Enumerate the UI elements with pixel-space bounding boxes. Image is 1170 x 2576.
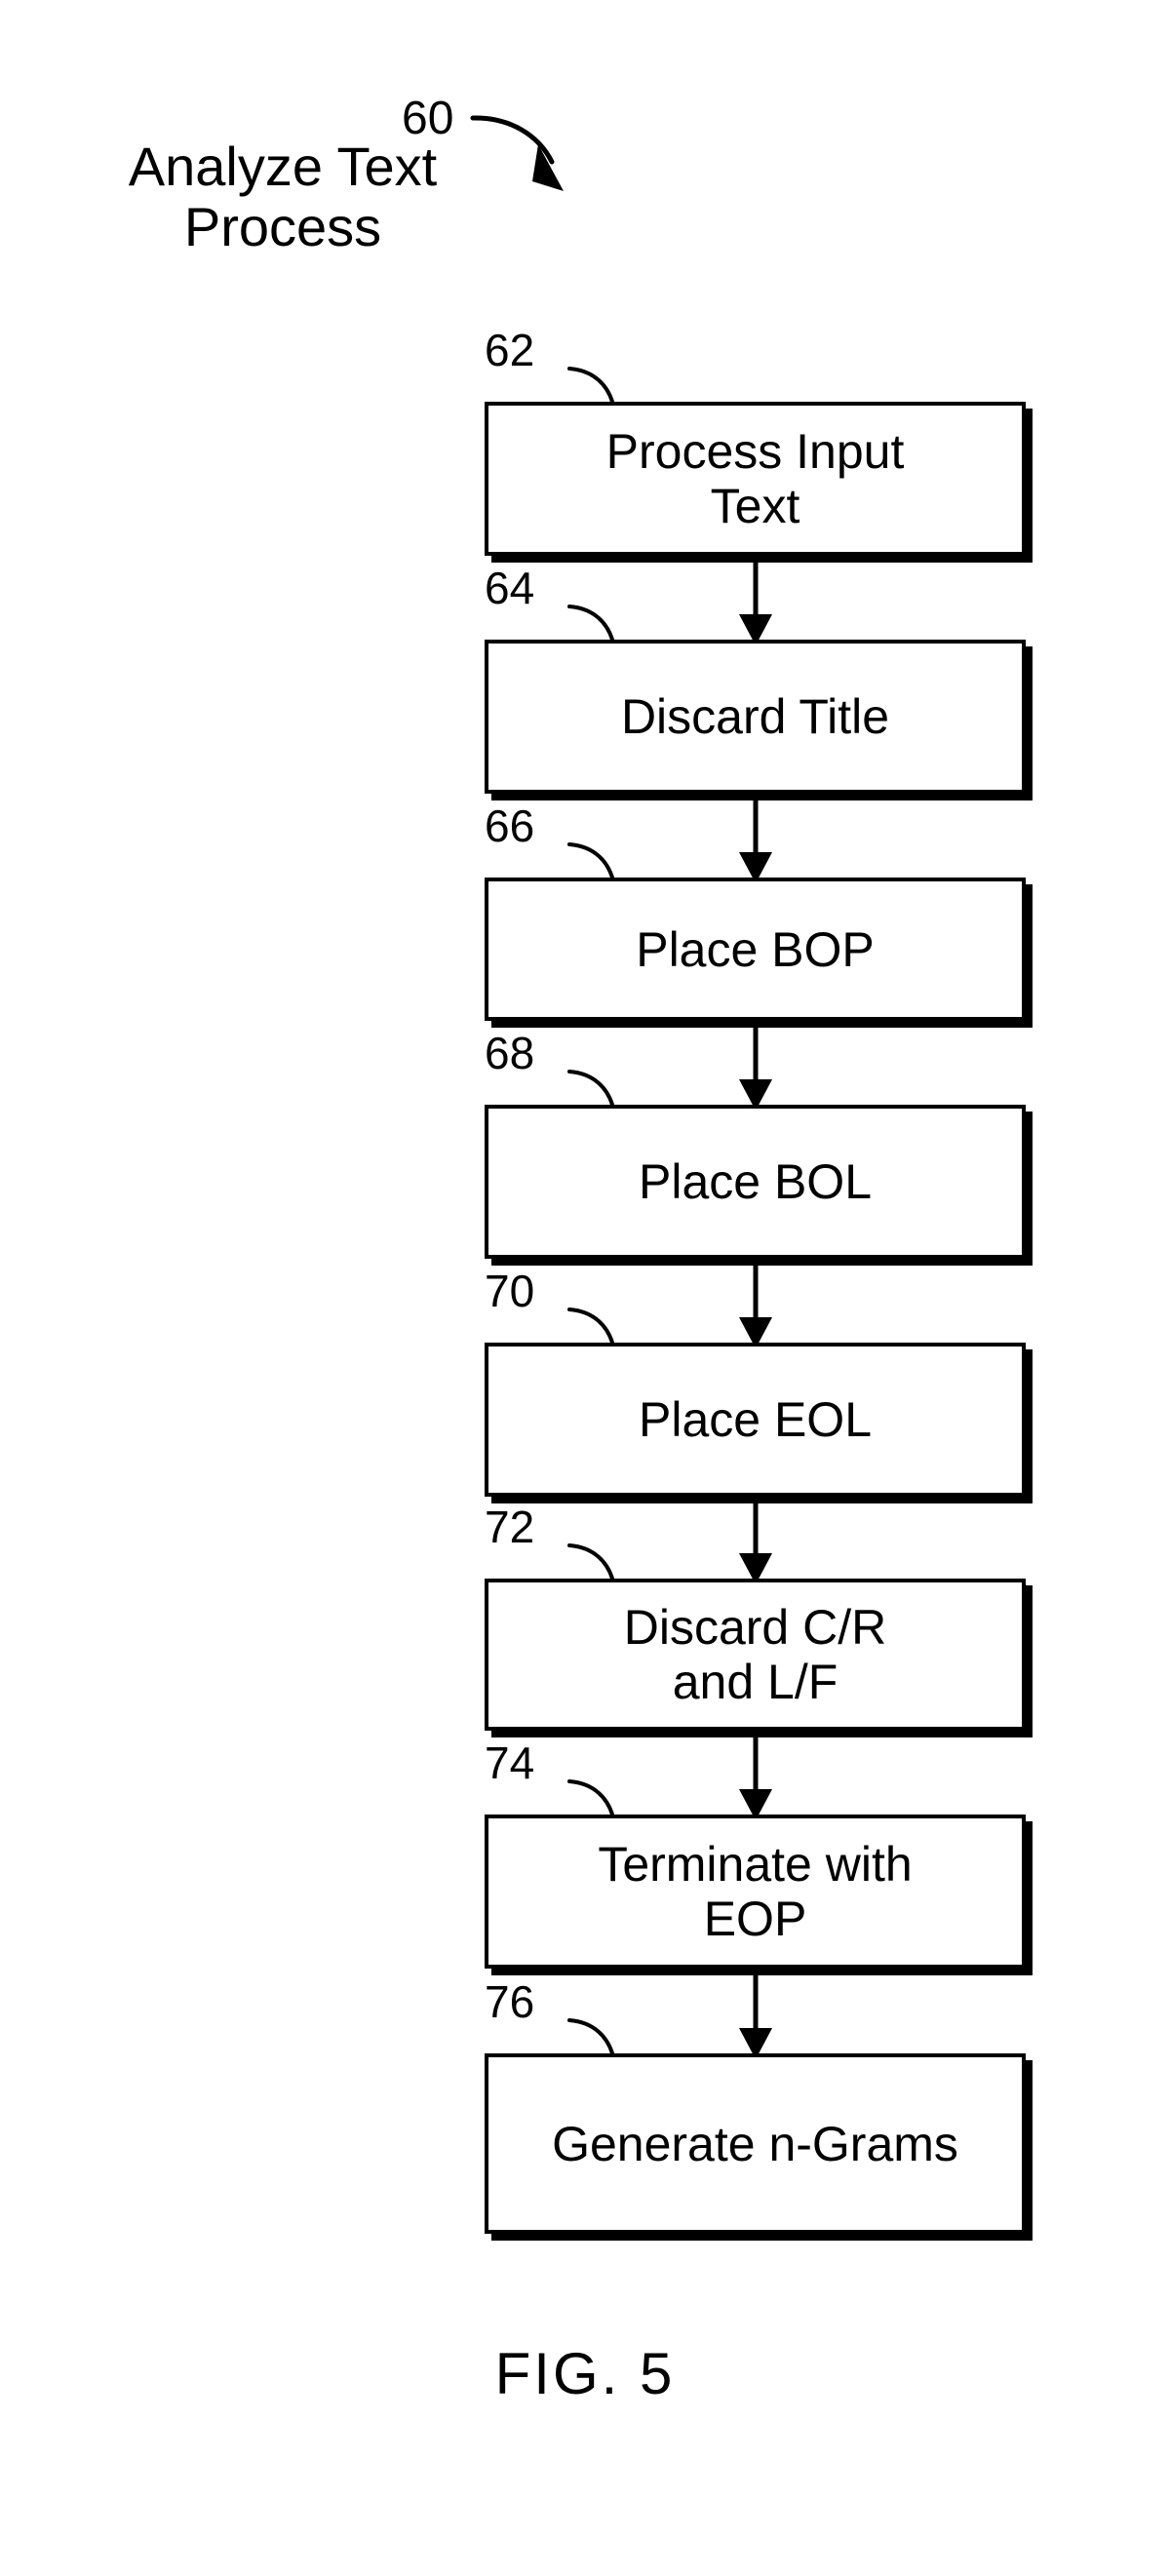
- flow-step-label-72: Discard C/R and L/F: [623, 1600, 887, 1709]
- flow-connector-72-74: [739, 1735, 772, 1820]
- page-title-line-2: Process: [183, 195, 382, 257]
- flow-step-box-76[interactable]: Generate n-Grams: [485, 2053, 1026, 2234]
- reference-numeral-70: 70: [485, 1266, 535, 1316]
- flow-step-label-68: Place BOL: [638, 1154, 872, 1209]
- reference-numeral-66: 66: [485, 800, 535, 851]
- page-title: Analyze Text Process: [58, 137, 507, 256]
- flow-step-label-66: Place BOP: [636, 921, 875, 977]
- page-title-line-1: Analyze Text: [128, 136, 438, 197]
- flow-step-label-74: Terminate with EOP: [598, 1837, 913, 1946]
- flow-step-box-62[interactable]: Process Input Text: [485, 402, 1026, 556]
- leader-line-64: [567, 605, 614, 642]
- flow-connector-62-64: [739, 560, 772, 645]
- reference-numeral-68: 68: [485, 1028, 535, 1078]
- flow-step-label-70: Place EOL: [638, 1392, 872, 1447]
- flow-step-box-66[interactable]: Place BOP: [485, 878, 1026, 1021]
- flow-step-box-74[interactable]: Terminate with EOP: [485, 1815, 1026, 1969]
- reference-numeral-74: 74: [485, 1737, 535, 1788]
- figure-caption: FIG. 5: [494, 2341, 676, 2406]
- flow-step-label-64: Discard Title: [620, 689, 890, 744]
- flow-step-label-62: Process Input Text: [605, 424, 905, 533]
- flow-connector-64-66: [739, 798, 772, 883]
- reference-numeral-64: 64: [485, 563, 535, 613]
- flow-connector-68-70: [739, 1263, 772, 1348]
- leader-line-62: [567, 367, 614, 404]
- leader-line-68: [567, 1070, 614, 1107]
- leader-line-76: [567, 2018, 614, 2055]
- flow-step-box-64[interactable]: Discard Title: [485, 640, 1026, 794]
- flow-step-box-68[interactable]: Place BOL: [485, 1105, 1026, 1259]
- reference-numeral-60: 60: [402, 93, 454, 144]
- leader-line-66: [567, 842, 614, 879]
- leader-line-70: [567, 1308, 614, 1345]
- reference-numeral-62: 62: [485, 325, 535, 375]
- flow-connector-74-76: [739, 1972, 772, 2059]
- reference-numeral-72: 72: [485, 1502, 535, 1552]
- reference-numeral-76: 76: [485, 1976, 535, 2027]
- flow-connector-66-68: [739, 1025, 772, 1111]
- leader-line-72: [567, 1543, 614, 1581]
- flow-step-box-70[interactable]: Place EOL: [485, 1343, 1026, 1497]
- flow-connector-70-72: [739, 1499, 772, 1584]
- flow-step-label-76: Generate n-Grams: [552, 2116, 958, 2171]
- flow-step-box-72[interactable]: Discard C/R and L/F: [485, 1579, 1026, 1731]
- leader-line-74: [567, 1779, 614, 1816]
